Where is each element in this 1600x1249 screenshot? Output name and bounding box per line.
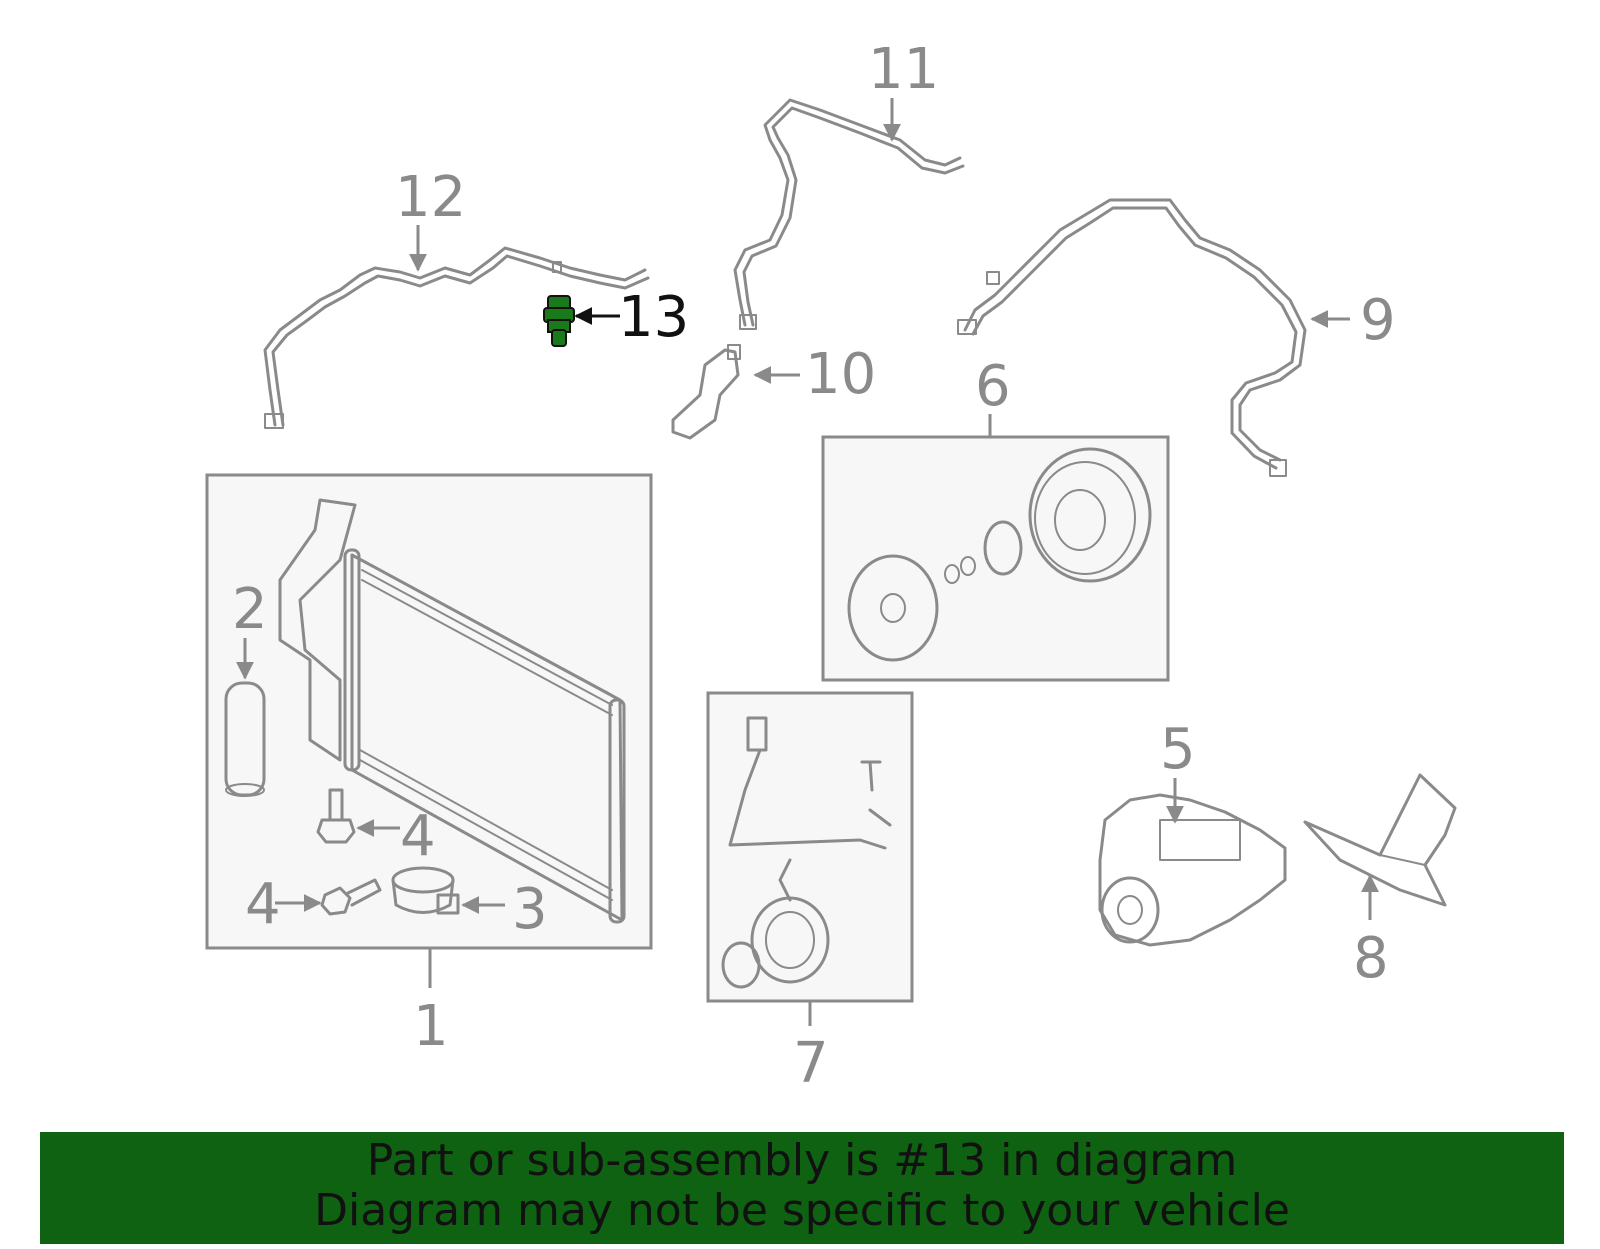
callout-7: 7 xyxy=(793,1031,829,1096)
callout-13: 13 xyxy=(618,285,689,350)
info-banner: Part or sub-assembly is #13 in diagram D… xyxy=(40,1132,1564,1244)
part-11-ac-line[interactable] xyxy=(733,98,965,330)
callout-12: 12 xyxy=(395,165,466,230)
part-12-ac-line[interactable] xyxy=(263,246,650,429)
banner-line-2: Diagram may not be specific to your vehi… xyxy=(314,1185,1290,1236)
callout-2: 2 xyxy=(232,577,268,642)
banner-line-1: Part or sub-assembly is #13 in diagram xyxy=(366,1135,1238,1186)
part-10-bracket[interactable] xyxy=(671,344,741,440)
part-13-pressure-switch[interactable] xyxy=(543,295,575,347)
callout-11: 11 xyxy=(868,37,939,102)
part-4-bolt-upper[interactable] xyxy=(316,788,356,844)
part-2-receiver-drier[interactable] xyxy=(224,681,266,797)
callout-4-upper: 4 xyxy=(400,804,436,869)
part-4-bolt-lower[interactable] xyxy=(320,878,382,916)
part-5-compressor[interactable] xyxy=(1098,793,1287,947)
callout-10: 10 xyxy=(805,342,876,407)
callout-4-lower: 4 xyxy=(245,872,281,937)
callout-9: 9 xyxy=(1360,288,1396,353)
part-6-clutch-parts[interactable] xyxy=(847,447,1152,662)
part-3-clamp[interactable] xyxy=(391,866,460,915)
callout-3: 3 xyxy=(512,877,548,942)
callout-8: 8 xyxy=(1353,926,1389,991)
part-7-coil-parts[interactable] xyxy=(721,716,892,989)
callout-6: 6 xyxy=(975,354,1011,419)
part-1-condenser[interactable] xyxy=(278,498,626,924)
callout-5: 5 xyxy=(1160,717,1196,782)
part-8-shield[interactable] xyxy=(1303,773,1457,907)
callout-1: 1 xyxy=(413,994,449,1059)
part-9-ac-line[interactable] xyxy=(957,198,1307,477)
